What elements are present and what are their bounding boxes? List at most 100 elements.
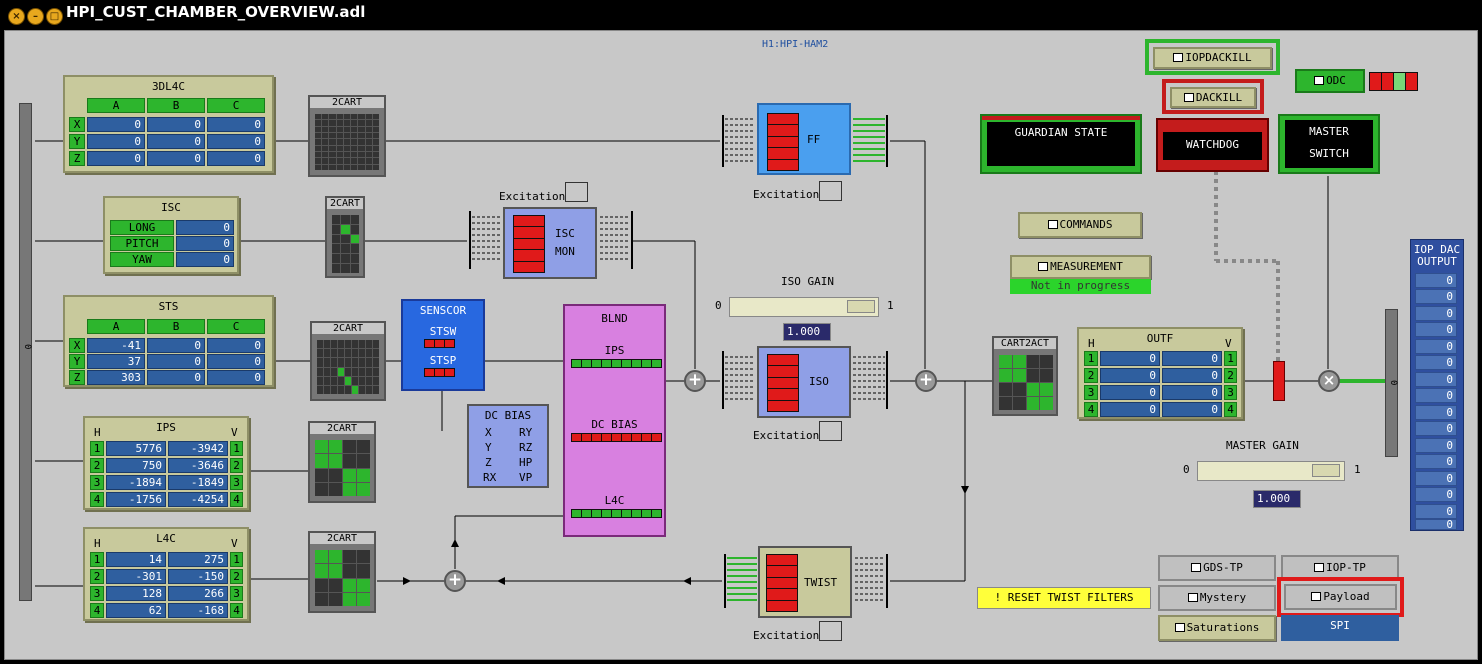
- summing-junction-icon: +: [684, 370, 706, 392]
- reset-twist-filters-button[interactable]: ! RESET TWIST FILTERS: [977, 587, 1151, 609]
- master-gain-value[interactable]: 1.000: [1253, 490, 1301, 508]
- block-ips[interactable]: IPS H V 1 5776 -3942 1 2 750 -3646 2 3 -…: [83, 416, 249, 510]
- slider-thumb[interactable]: [1312, 464, 1340, 477]
- dackill-button[interactable]: DACKILL: [1170, 87, 1256, 108]
- slider-thumb[interactable]: [847, 300, 875, 313]
- stsp-leds: [424, 368, 455, 377]
- v-label: V: [231, 537, 238, 550]
- cart-matrix-isc[interactable]: 2CART: [325, 196, 365, 278]
- h-label: H: [1088, 337, 1095, 350]
- block-sts[interactable]: STS A B C X -41 0 0 Y 37 0 0 Z 303 0 0: [63, 295, 274, 387]
- isc-mon-filter-lines: [469, 211, 633, 269]
- row-index: 3: [1084, 385, 1098, 400]
- row-index: 1: [1224, 351, 1237, 366]
- cart-matrix-ips[interactable]: 2CART: [308, 421, 376, 503]
- cart-matrix-l4c[interactable]: 2CART: [308, 531, 376, 613]
- iop-dac-value: 0: [1415, 273, 1457, 288]
- dof-label: RX: [483, 471, 497, 484]
- value-cell: 0: [87, 117, 145, 132]
- excitation-box[interactable]: [819, 621, 842, 641]
- iso-gain-slider[interactable]: [729, 297, 879, 317]
- value-cell: -41: [87, 338, 145, 353]
- signal-wires: [35, 140, 1385, 587]
- maximize-icon[interactable]: □: [46, 8, 63, 25]
- iso-filter[interactable]: ISO: [720, 346, 890, 418]
- excitation-box[interactable]: [565, 182, 588, 202]
- row-label: Z: [69, 151, 85, 166]
- mystery-button[interactable]: Mystery: [1158, 585, 1276, 611]
- excitation-box[interactable]: [819, 181, 842, 201]
- block-isc[interactable]: ISC LONG 0 PITCH 0 YAW 0: [103, 196, 239, 274]
- saturations-label: Saturations: [1186, 621, 1260, 634]
- dackill-label: DACKILL: [1195, 91, 1243, 104]
- cart2act-matrix[interactable]: CART2ACT: [992, 336, 1058, 416]
- cart-matrix-3dl4c[interactable]: 2CART: [308, 95, 386, 177]
- matrix-grid: [315, 114, 379, 170]
- matrix-grid: [315, 440, 370, 496]
- excitation-box[interactable]: [819, 421, 842, 441]
- dackill-indicator: [1273, 361, 1285, 401]
- iso-filter-body: ISO: [757, 346, 851, 418]
- iop-dac-value: 0: [1415, 306, 1457, 321]
- twist-filter[interactable]: TWIST: [722, 546, 890, 618]
- master-switch-panel[interactable]: MASTER SWITCH: [1278, 114, 1380, 174]
- block-l4c-title: L4C: [156, 532, 176, 545]
- row-label: Y: [69, 354, 85, 369]
- value-cell: 0: [207, 117, 265, 132]
- iop-dac-value: 0: [1415, 289, 1457, 304]
- watchdog-panel[interactable]: WATCHDOG: [1156, 118, 1269, 172]
- value-cell: 0: [1162, 385, 1222, 400]
- iop-dac-value: 0: [1415, 405, 1457, 420]
- minimize-icon[interactable]: –: [27, 8, 44, 25]
- row-index: 2: [230, 458, 243, 473]
- spi-button[interactable]: SPI: [1281, 615, 1399, 641]
- isc-excitation: Excitation: [499, 182, 588, 203]
- close-icon[interactable]: ×: [8, 8, 25, 25]
- gds-tp-button[interactable]: GDS-TP: [1158, 555, 1276, 581]
- iop-dac-value: 0: [1415, 504, 1457, 519]
- master-gain-slider[interactable]: [1197, 461, 1345, 481]
- value-cell: -1849: [168, 475, 228, 490]
- iso-gain-value[interactable]: 1.000: [783, 323, 831, 341]
- iopdackill-button[interactable]: IOPDACKILL: [1153, 47, 1272, 69]
- dc-bias-block[interactable]: DC BIAS X RY Y RZ Z HP RX VP: [467, 404, 549, 488]
- blend-block[interactable]: BLND IPS DC BIAS L4C: [563, 304, 666, 537]
- row-index: 3: [230, 586, 243, 601]
- cart-matrix-sts[interactable]: 2CART: [310, 321, 386, 401]
- row-label: Z: [69, 370, 85, 385]
- value-cell: 0: [147, 151, 205, 166]
- ff-filter[interactable]: FF: [720, 103, 890, 175]
- senscor-block[interactable]: SENSCOR STSW STSP: [401, 299, 485, 391]
- odc-button[interactable]: ODC: [1295, 69, 1365, 93]
- isc-mon-label-2: MON: [555, 245, 575, 258]
- iop-dac-value: 0: [1415, 355, 1457, 370]
- row-index: 2: [1084, 368, 1098, 383]
- measurement-button[interactable]: MEASUREMENT: [1010, 255, 1151, 279]
- row-index: 1: [230, 441, 243, 456]
- block-outf[interactable]: OUTF H V 1 0 0 1 2 0 0 2 3 0 0 3 4 0 0 4: [1077, 327, 1243, 419]
- row-index: 4: [1224, 402, 1237, 417]
- block-3dl4c[interactable]: 3DL4C A B C X 0 0 0 Y 0 0 0 Z 0 0 0: [63, 75, 274, 173]
- guardian-state-panel[interactable]: GUARDIAN STATE: [980, 114, 1142, 174]
- block-isc-title: ISC: [161, 201, 181, 214]
- ff-label: FF: [807, 133, 821, 146]
- block-l4c[interactable]: L4C H V 1 14 275 1 2 -301 -150 2 3 128 2…: [83, 527, 249, 621]
- value-cell: 0: [1162, 402, 1222, 417]
- matrix-grid: [315, 550, 370, 606]
- guardian-state-screen: [987, 122, 1135, 166]
- dackill-frame: DACKILL: [1162, 79, 1264, 114]
- payload-button[interactable]: Payload: [1284, 584, 1397, 610]
- row-index: 4: [90, 603, 104, 618]
- isc-mon-filter[interactable]: ISC MON: [467, 207, 635, 279]
- title-bar: [0, 0, 1482, 30]
- block-sts-title: STS: [158, 300, 179, 313]
- master-switch-screen: [1285, 120, 1373, 168]
- value-cell: 0: [176, 236, 234, 251]
- stsw-leds: [424, 339, 455, 348]
- ff-filter-lines: [722, 115, 888, 167]
- saturations-button[interactable]: Saturations: [1158, 615, 1276, 641]
- twist-stages: [766, 554, 798, 612]
- row-index: 3: [230, 475, 243, 490]
- commands-button[interactable]: COMMANDS: [1018, 212, 1142, 238]
- value-cell: 0: [1100, 368, 1160, 383]
